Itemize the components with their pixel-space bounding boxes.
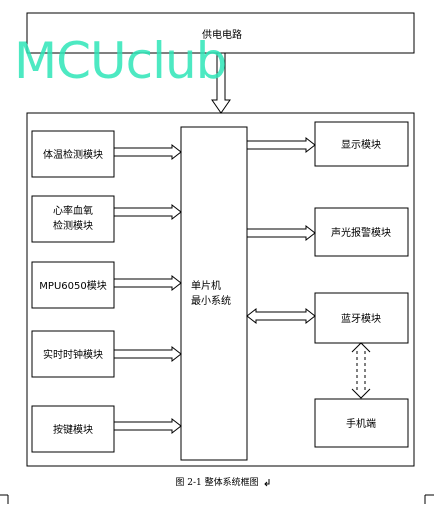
display-arrow	[246, 136, 316, 154]
key-module-box	[31, 405, 115, 453]
mpu6050-module-box	[31, 261, 115, 309]
heart-rate-module-box	[31, 195, 115, 243]
phone-label: 手机端	[346, 417, 376, 430]
wireless-arrowhead-up	[351, 342, 371, 353]
display-module-box	[314, 121, 409, 167]
heart-rate-module-label-2: 检测模块	[53, 219, 93, 232]
key-module-label: 按键模块	[53, 423, 93, 436]
alarm-module-box	[314, 207, 409, 257]
rtc-arrow	[113, 345, 182, 363]
temperature-module-label: 体温检测模块	[43, 148, 103, 161]
corner-mark-left	[0, 494, 9, 504]
display-module-label: 显示模块	[341, 139, 381, 151]
bluetooth-arrow	[246, 307, 316, 325]
phone-box	[314, 398, 409, 448]
power-supply-box	[26, 12, 415, 54]
heart-rate-module-label-1: 心率血氧	[53, 204, 93, 217]
key-arrow	[113, 417, 182, 435]
figure-caption: 图 2-1 整体系统框图	[175, 476, 258, 488]
watermark-logo: MCUclub	[14, 32, 226, 90]
bluetooth-module-label: 蓝牙模块	[341, 313, 381, 325]
heart-rate-arrow	[113, 203, 182, 221]
wireless-arrowhead-down	[351, 388, 371, 399]
corner-mark-right	[424, 494, 434, 504]
mcu-label-line2: 最小系统	[191, 294, 231, 307]
mcu-box	[180, 126, 248, 461]
caption-return-mark	[264, 479, 270, 487]
mpu6050-module-label: MPU6050模块	[39, 280, 106, 292]
bluetooth-module-box	[314, 292, 409, 344]
rtc-module-box	[31, 330, 115, 378]
temperature-arrow	[113, 143, 182, 161]
power-arrow	[211, 52, 231, 114]
alarm-module-label: 声光报警模块	[331, 226, 391, 239]
mcu-label-line1: 单片机	[191, 279, 221, 292]
alarm-arrow	[246, 224, 316, 242]
power-supply-label: 供电电路	[202, 28, 242, 41]
mpu6050-arrow	[113, 274, 182, 292]
temperature-module-box	[31, 130, 115, 178]
wireless-link-arrow	[356, 351, 366, 390]
rtc-module-label: 实时时钟模块	[43, 348, 103, 361]
